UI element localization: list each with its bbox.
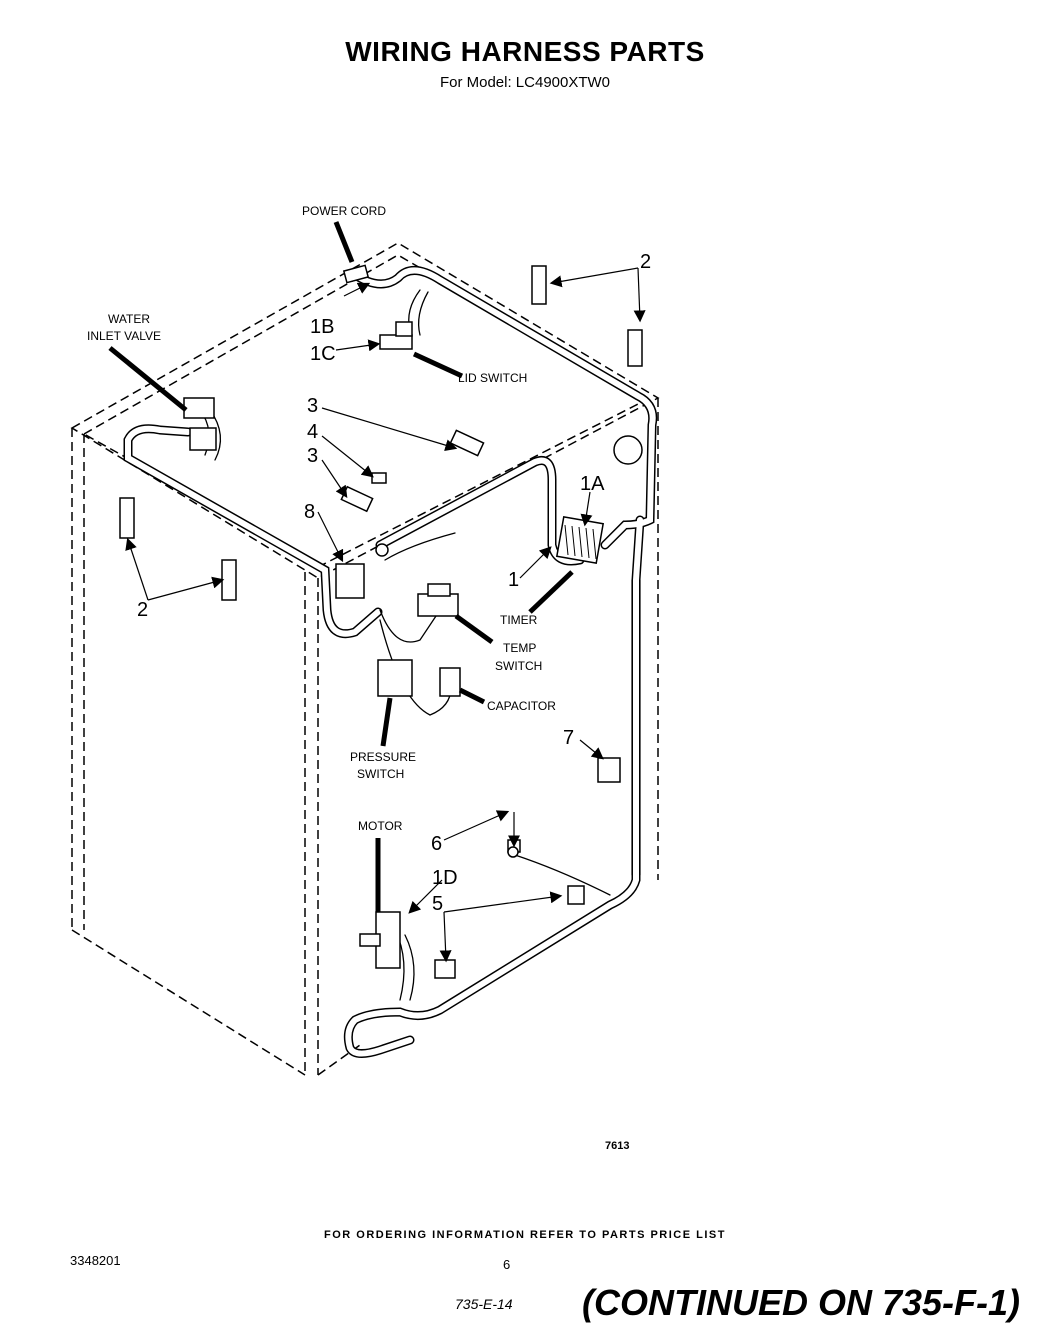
ordering-info: FOR ORDERING INFORMATION REFER TO PARTS … [324, 1229, 726, 1241]
callout-5: 5 [432, 893, 443, 915]
handwritten-note: 735-E-14 [455, 1296, 513, 1312]
label-timer: TIMER [500, 613, 538, 627]
clip-2a [531, 265, 547, 305]
model-subtitle: For Model: LC4900XTW0 [439, 74, 611, 91]
continued-note: (CONTINUED ON 735-F-1) [582, 1282, 1021, 1323]
clip-5b [434, 959, 456, 979]
callout-1: 1 [508, 569, 519, 591]
cabinet-outline [70, 242, 660, 1076]
components [119, 264, 643, 979]
label-water-inlet-line2: INLET VALVE [87, 329, 161, 343]
label-lid-switch: LID SWITCH [458, 371, 527, 385]
callout-8: 8 [304, 501, 315, 523]
callout-1c: 1C [310, 343, 336, 365]
lid-switch-body [379, 334, 413, 350]
clip-3a [449, 429, 485, 457]
callout-1a: 1A [580, 473, 605, 495]
callout-6: 6 [431, 833, 442, 855]
page-number: 6 [503, 1257, 511, 1272]
page-title: WIRING HARNESS PARTS [345, 36, 705, 67]
clip-2d [221, 559, 237, 601]
label-temp-switch-line2: SWITCH [495, 659, 542, 673]
label-capacitor: CAPACITOR [487, 699, 556, 713]
pointer-arrows [108, 221, 574, 912]
callout-3b: 3 [307, 445, 318, 467]
leader-lines [125, 267, 646, 963]
pressure-switch-body [377, 659, 413, 697]
water-inlet-valve-body [183, 397, 215, 419]
label-motor: MOTOR [358, 819, 403, 833]
label-power-cord: POWER CORD [302, 204, 386, 218]
callout-4: 4 [307, 421, 318, 443]
power-cord-plug [342, 264, 370, 284]
figure-number: 7613 [605, 1140, 630, 1152]
clip-2c [119, 497, 135, 539]
clip-2b [627, 329, 643, 367]
callout-3a: 3 [307, 395, 318, 417]
label-water-inlet-line1: WATER [108, 312, 150, 326]
label-pressure-switch-line1: PRESSURE [350, 750, 416, 764]
callout-7: 7 [563, 727, 574, 749]
callout-1b: 1B [310, 316, 334, 338]
callout-2-left: 2 [137, 599, 148, 621]
clip-3b [340, 485, 374, 513]
screw-4 [371, 472, 387, 484]
connector-1 [375, 543, 389, 557]
clip-8 [335, 563, 365, 599]
harness-tubes [123, 266, 658, 1058]
capacitor-body [439, 667, 461, 697]
timer-knob [613, 435, 643, 465]
callout-1d: 1D [432, 867, 458, 889]
label-pressure-switch-line2: SWITCH [357, 767, 404, 781]
clip-5a [567, 885, 585, 905]
label-temp-switch-line1: TEMP [503, 641, 536, 655]
clip-7 [597, 757, 621, 783]
callout-2-top: 2 [640, 251, 651, 273]
temp-switch-body [417, 593, 459, 617]
ground-eyelet [507, 846, 519, 858]
document-number: 3348201 [70, 1253, 121, 1268]
